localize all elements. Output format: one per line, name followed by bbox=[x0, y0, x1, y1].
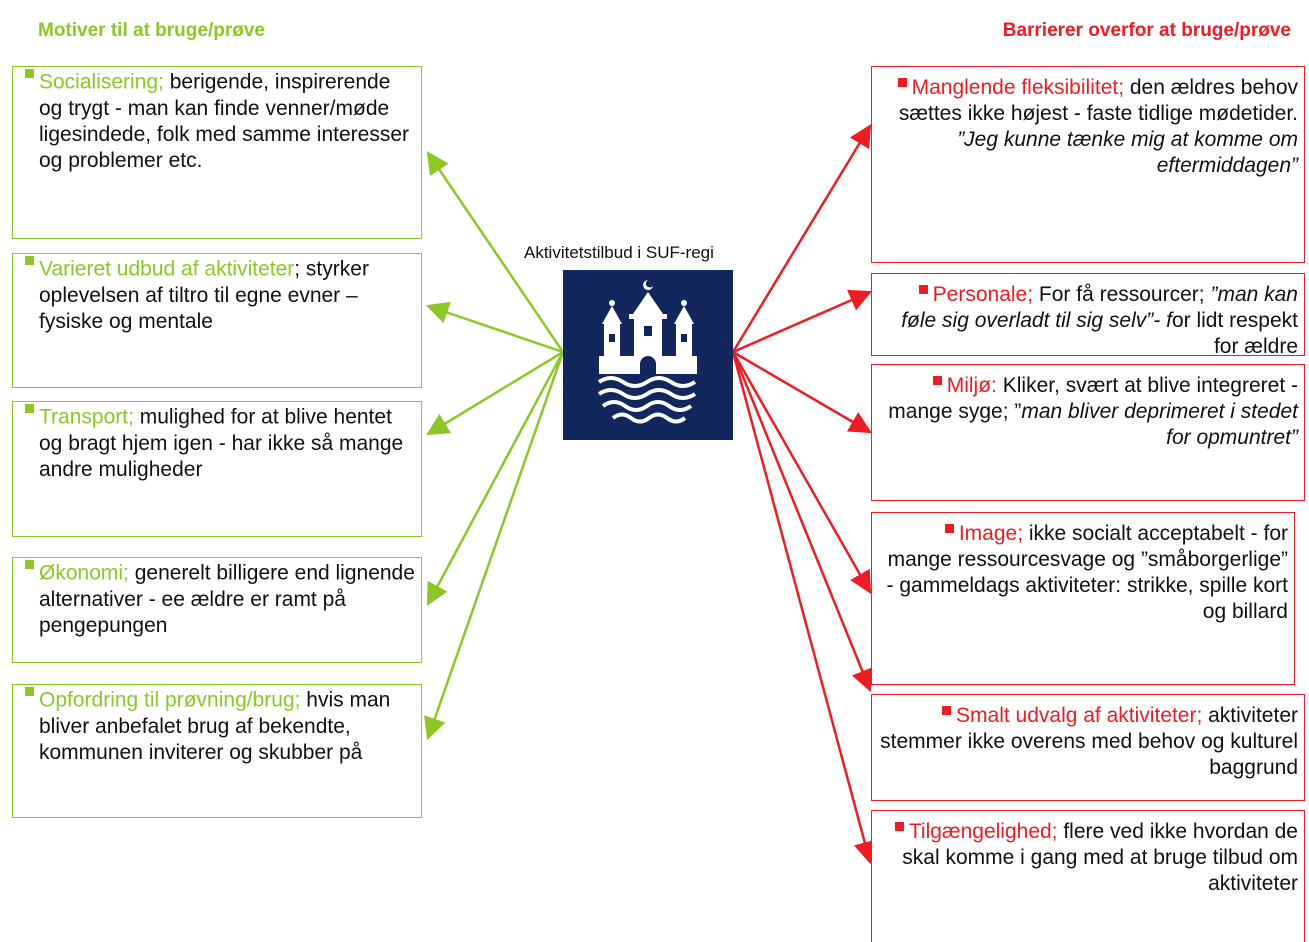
barrier-box-miljoe: Miljø: Kliker, svært at blive integreret… bbox=[871, 364, 1305, 501]
bullet-icon bbox=[918, 284, 928, 294]
motive-arrow-3 bbox=[426, 350, 564, 436]
bullet-icon bbox=[944, 523, 954, 533]
motive-arrow-4 bbox=[426, 351, 565, 606]
bullet-icon bbox=[894, 821, 904, 831]
motive-lead: Transport; bbox=[39, 405, 134, 429]
barrier-arrow-3 bbox=[732, 350, 872, 434]
motive-box-oekonomi: Økonomi; generelt billigere end lignende… bbox=[12, 557, 422, 663]
barrier-text: For få ressourcer; bbox=[1033, 283, 1211, 306]
barrier-box-personale: Personale; For få ressourcer; ”man kan f… bbox=[871, 273, 1305, 359]
motives-heading: Motiver til at bruge/prøve bbox=[38, 20, 265, 41]
barrier-arrow-4 bbox=[731, 351, 872, 594]
barrier-lead: Tilgængelighed; bbox=[908, 820, 1058, 843]
bullet-icon bbox=[932, 375, 942, 385]
barrier-lead: Miljø: bbox=[946, 374, 997, 397]
barrier-box-tilgaengelighed: Tilgængelighed; flere ved ikke hvordan d… bbox=[871, 810, 1305, 942]
barrier-lead: Smalt udvalg af aktiviteter; bbox=[956, 704, 1203, 727]
motive-text: mulighed for at blive hentet og bragt hj… bbox=[39, 405, 404, 481]
motive-lead: Økonomi; bbox=[39, 561, 129, 585]
barriers-heading: Barrierer overfor at bruge/prøve bbox=[1002, 20, 1291, 41]
motive-arrow-5 bbox=[424, 351, 565, 741]
copenhagen-coat-of-arms-icon bbox=[563, 270, 733, 440]
barrier-arrow-6 bbox=[731, 351, 876, 865]
barrier-arrow-2 bbox=[732, 289, 873, 354]
barrier-arrow-1 bbox=[731, 124, 872, 353]
bullet-icon bbox=[25, 687, 34, 696]
motive-box-transport: Transport; mulighed for at blive hentet … bbox=[12, 401, 422, 537]
bullet-icon bbox=[25, 69, 34, 78]
barrier-box-smalt-udvalg: Smalt udvalg af aktiviteter; aktiviteter… bbox=[871, 694, 1305, 801]
barrier-box-image: Image; ikke socialt acceptabelt - for ma… bbox=[871, 512, 1295, 685]
barrier-quote: ”man kan føle sig overladt til sig selv”… bbox=[901, 283, 1298, 333]
motive-text: berigende, inspirerende og trygt - man k… bbox=[39, 70, 410, 172]
bullet-icon bbox=[942, 705, 952, 715]
barrier-lead: Manglende fleksibilitet; bbox=[911, 76, 1125, 99]
barrier-tail: or lidt respekt for ældre bbox=[1171, 309, 1298, 359]
motive-box-varieret-udbud: Varieret udbud af aktiviteter; styrker o… bbox=[12, 253, 422, 388]
motive-arrow-1 bbox=[426, 151, 565, 353]
motive-box-opfordring: Opfordring til prøvning/brug; hvis man b… bbox=[12, 684, 422, 818]
barrier-text: flere ved ikke hvordan de skal komme i g… bbox=[902, 820, 1298, 896]
barrier-box-fleksibilitet: Manglende fleksibilitet; den ældres beho… bbox=[871, 66, 1305, 263]
barrier-text: den ældres behov sættes ikke højest - fa… bbox=[898, 76, 1298, 126]
motive-text: hvis man bliver anbefalet brug af bekend… bbox=[39, 688, 391, 764]
barrier-quote: man bliver deprimeret i stedet for opmun… bbox=[1021, 400, 1298, 450]
barrier-text: ikke socialt acceptabelt - for mange res… bbox=[886, 522, 1288, 624]
barrier-quote: ”Jeg kunne tænke mig at komme om eftermi… bbox=[957, 128, 1298, 178]
barrier-text: aktiviteter stemmer ikke overens med beh… bbox=[880, 704, 1298, 780]
motive-lead: Socialisering; bbox=[39, 70, 164, 94]
bullet-icon bbox=[25, 404, 34, 413]
motive-box-socialisering: Socialisering; berigende, inspirerende o… bbox=[12, 66, 422, 239]
barrier-lead: Personale; bbox=[932, 283, 1034, 306]
motive-lead: Opfordring til prøvning/brug; bbox=[39, 688, 301, 712]
motive-lead: Varieret udbud af aktiviteter bbox=[39, 257, 295, 281]
bullet-icon bbox=[25, 256, 34, 265]
center-label: Aktivitetstilbud i SUF-regi bbox=[524, 243, 714, 262]
bullet-icon bbox=[25, 560, 34, 569]
bullet-icon bbox=[897, 77, 907, 87]
barrier-arrow-5 bbox=[731, 351, 873, 693]
barrier-text: Kliker, svært at blive integreret - mang… bbox=[888, 374, 1298, 424]
motive-arrow-2 bbox=[425, 301, 564, 354]
motive-text: generelt billigere end lignende alternat… bbox=[39, 561, 415, 637]
motive-text: ; styrker oplevelsen af tiltro til egne … bbox=[39, 257, 369, 333]
barrier-lead: Image; bbox=[958, 522, 1024, 545]
